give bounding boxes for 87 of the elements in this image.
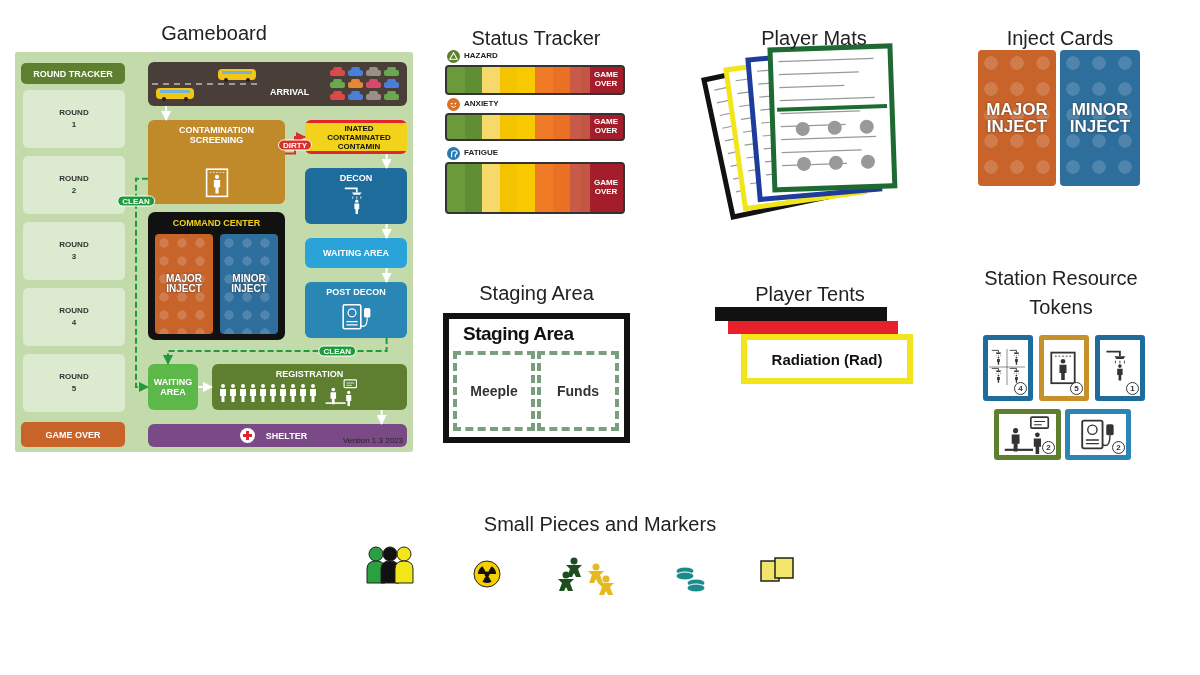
section-title: Station Resource Tokens (983, 266, 1139, 320)
resource-token (983, 335, 1033, 401)
arrival-zone (148, 62, 407, 106)
card-title: MINOR INJECT (230, 274, 268, 294)
token-number: 5 (1070, 382, 1083, 395)
round-text: ROUND 3 (58, 239, 90, 263)
round-text: ROUND 2 (58, 173, 90, 197)
version-text: Version 1.3 2023 (342, 436, 403, 445)
track-title: ANXIETY (464, 99, 499, 108)
section-title: Inject Cards (1006, 26, 1114, 51)
board-title: Staging Area (463, 323, 574, 345)
section-title: Small Pieces and Markers (483, 512, 717, 537)
edge-label: CLEAN (117, 195, 155, 207)
flow-arrow (381, 153, 392, 169)
round-text: ROUND 1 (58, 107, 90, 131)
inject-card (1060, 50, 1140, 186)
round-text: ROUND 5 (58, 371, 90, 395)
shelter-zone (148, 424, 407, 447)
round-space (23, 288, 125, 346)
waiting-zone (305, 238, 407, 268)
tent-text: Radiation (Rad) (771, 350, 883, 368)
edge-label: DIRTY (278, 139, 312, 151)
dashed-zone (537, 351, 619, 431)
token-number: 1 (1126, 382, 1139, 395)
resource-token (1065, 409, 1131, 460)
zone-title: GAME OVER (45, 429, 101, 440)
flow-arrow (381, 267, 392, 283)
round-space (23, 90, 125, 148)
flow-arrow (197, 382, 213, 392)
round-text: ROUND 4 (58, 305, 90, 329)
section-title: Status Tracker (471, 26, 601, 51)
zone-title: WAITING AREA (322, 247, 390, 259)
card-title: MAJOR INJECT (985, 101, 1049, 135)
zone-title: SHELTER (265, 430, 308, 441)
dashed-zone (453, 351, 535, 431)
token-number: 4 (1014, 382, 1027, 395)
zone-title: Funds (557, 383, 599, 399)
track-end-text: GAME OVER (593, 179, 619, 197)
inject-card-slot (155, 234, 213, 334)
player-tent (741, 334, 913, 384)
round-tracker-tag (21, 63, 125, 84)
flow-arrow (376, 409, 387, 425)
zone-title: COMMAND CENTER (172, 218, 261, 228)
inject-card (978, 50, 1056, 186)
track-title: HAZARD (464, 51, 498, 60)
track-title: FATIGUE (464, 148, 499, 157)
registration-zone (212, 364, 407, 410)
section-title: Staging Area (479, 282, 594, 305)
edge-label: CLEAN (318, 345, 357, 357)
token-number: 2 (1112, 441, 1125, 454)
screening-zone (148, 120, 285, 204)
zone-title: DECON (339, 173, 373, 184)
zone-title: WAITING AREA (152, 376, 194, 398)
resource-token (1095, 335, 1145, 401)
section-title: Player Tents (755, 282, 865, 307)
flow-arrow (135, 177, 149, 392)
round-space (23, 222, 125, 280)
inject-card-slot (220, 234, 278, 334)
token-number: 2 (1042, 441, 1055, 454)
post-decon-zone (305, 282, 407, 338)
flow-arrow (161, 105, 172, 121)
tape-text: CONTAMIN (337, 141, 381, 151)
flow-arrow (381, 223, 392, 239)
round-space (23, 354, 125, 412)
flow-arrow (163, 337, 388, 365)
tape-text: CONTAMINATED (327, 132, 391, 142)
zone-title: CONTAMINATION SCREENING (177, 125, 256, 146)
track-end-text: GAME OVER (593, 118, 619, 136)
player-tent (728, 321, 898, 334)
zone-title: Meeple (470, 383, 518, 399)
track-end-text: GAME OVER (593, 71, 619, 89)
resource-token (1039, 335, 1089, 401)
zone-title: ROUND TRACKER (33, 68, 113, 79)
tape-text: INATED (344, 123, 374, 133)
game-over-space (21, 422, 125, 447)
section-title: Gameboard (161, 22, 267, 45)
section-title: Player Mats (761, 26, 867, 51)
zone-title: POST DECON (326, 287, 386, 298)
card-title: MAJOR INJECT (164, 274, 204, 294)
command-center-zone (148, 212, 285, 340)
zone-title: ARRIVAL (270, 87, 310, 97)
decon-zone (305, 168, 407, 224)
card-title: MINOR INJECT (1068, 101, 1132, 135)
zone-title: REGISTRATION (275, 369, 344, 380)
player-tent (715, 307, 887, 321)
waiting-zone (148, 364, 198, 410)
resource-token (994, 409, 1061, 460)
